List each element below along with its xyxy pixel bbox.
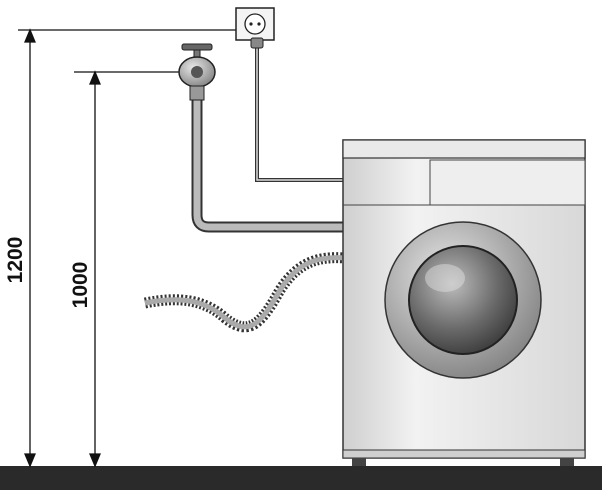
dimension-1000 xyxy=(74,70,180,468)
inlet-hose xyxy=(191,100,345,233)
wall-socket-icon xyxy=(235,7,275,49)
water-tap-icon xyxy=(178,43,216,101)
floor xyxy=(0,466,602,490)
dimension-label-1000: 1000 xyxy=(69,262,92,309)
drain-hose xyxy=(143,252,346,333)
dimension-1200 xyxy=(18,28,238,468)
door-glass xyxy=(408,245,518,355)
power-cord xyxy=(255,44,345,182)
dimension-label-1200: 1200 xyxy=(4,237,27,284)
washing-machine xyxy=(342,139,586,466)
detergent-drawer xyxy=(429,159,586,206)
